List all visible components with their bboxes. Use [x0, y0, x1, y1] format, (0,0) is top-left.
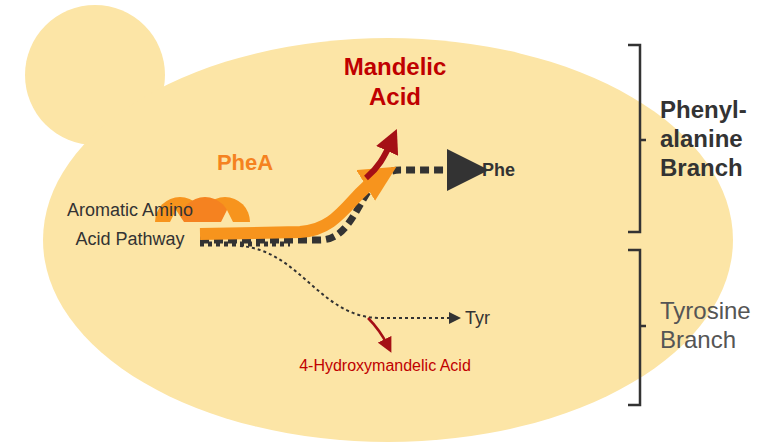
pathway-name: Aromatic Amino Acid Pathway	[55, 196, 205, 254]
product-name: Mandelic Acid	[320, 52, 470, 112]
amino-acid: Tyr	[465, 306, 525, 330]
branch-label: Phenyl- alanine Branch	[660, 95, 778, 182]
enzyme-name: PheA	[200, 150, 290, 176]
phea-flux-arrow	[200, 178, 378, 234]
pathway-flux	[200, 242, 290, 247]
hydroxymandelic-arrow	[368, 318, 388, 346]
branch-bracket	[628, 45, 646, 232]
amino-acid: Phe	[482, 158, 542, 182]
product-name: 4-Hydroxymandelic Acid	[270, 355, 500, 377]
branch-bracket	[628, 250, 646, 405]
phe-flux-arrow	[200, 170, 468, 240]
mandelic-arrow	[366, 140, 392, 178]
tyr-flux-arrow	[240, 246, 455, 318]
branch-label: Tyrosine Branch	[660, 296, 778, 354]
yeast-cell	[43, 38, 733, 442]
